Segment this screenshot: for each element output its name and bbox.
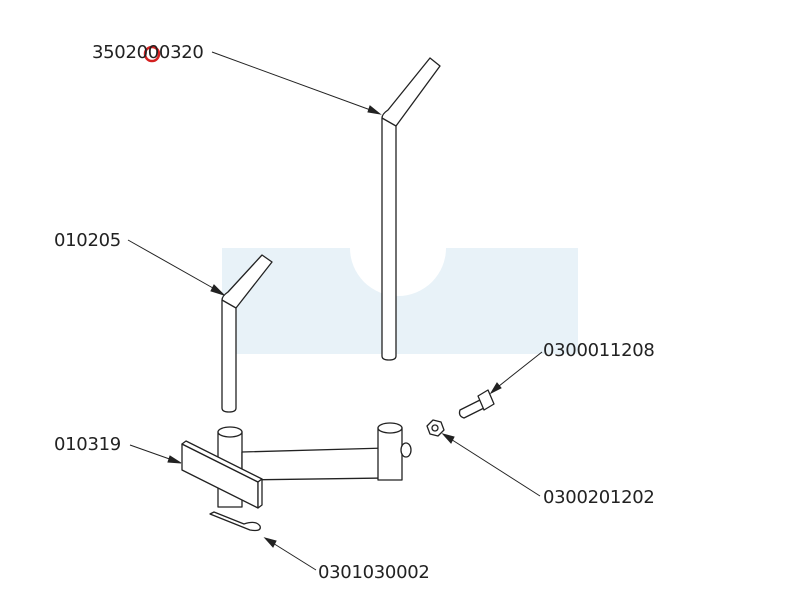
label-nut: 0300201202 [543, 487, 655, 508]
frame-assembly [181, 422, 412, 509]
label-frame: 010319 [54, 434, 121, 455]
short-bent-bar [221, 254, 273, 413]
watermark-notch [350, 248, 446, 296]
label-bolt: 0300011208 [543, 340, 655, 361]
label-short-bar: 010205 [54, 230, 121, 251]
leader-lines [127, 51, 543, 571]
highlight-marker [143, 45, 161, 63]
label-top-bar: 3502000320 [92, 42, 204, 63]
r-clip-pin [209, 511, 261, 532]
long-bent-bar [381, 57, 441, 361]
label-pin: 0301030002 [318, 562, 430, 583]
bolt [458, 389, 495, 419]
nut [426, 419, 445, 437]
